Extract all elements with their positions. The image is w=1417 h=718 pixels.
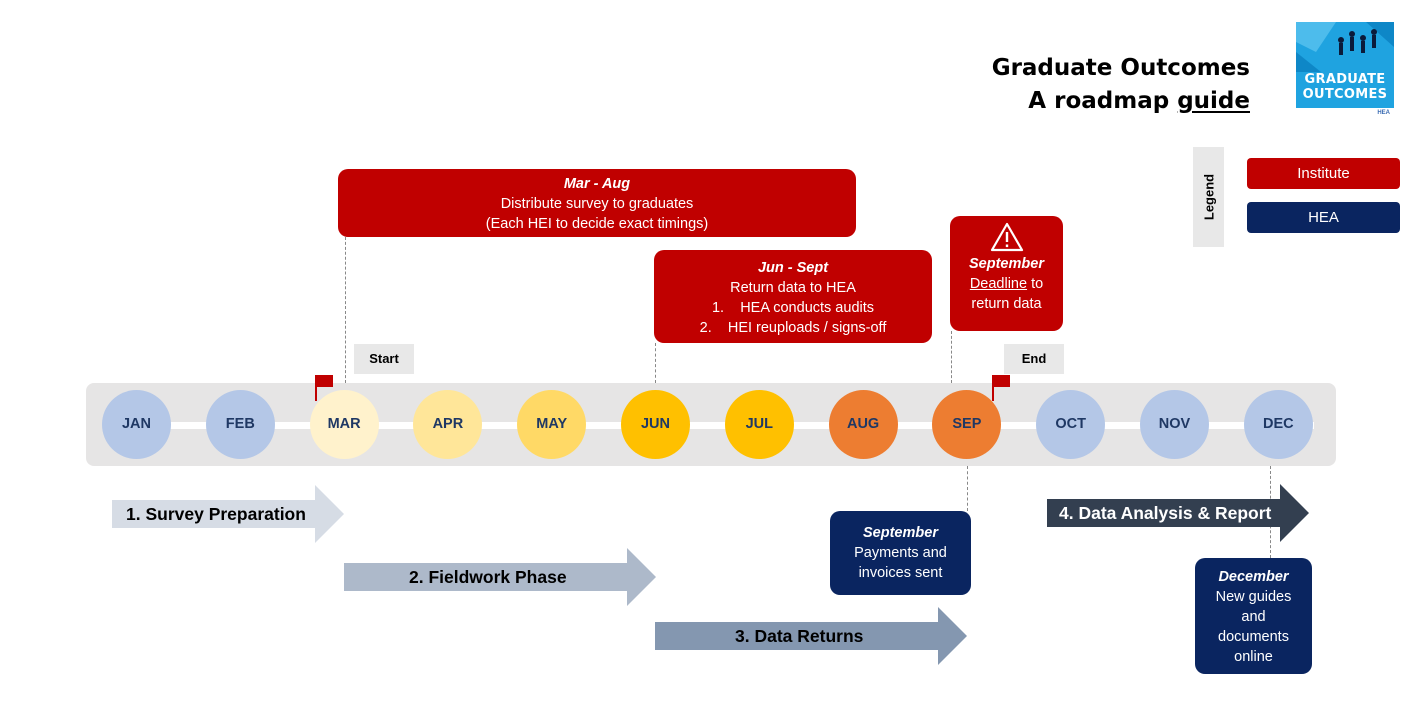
graduate-outcomes-logo: GRADUATE OUTCOMES HEA — [1296, 22, 1394, 120]
month-circle: AUG — [828, 390, 898, 459]
callout-text: to — [1027, 276, 1044, 292]
month-circle: APR — [413, 390, 483, 459]
phase-label: 3. Data Returns — [735, 625, 864, 646]
callout-line: Distribute survey to graduates — [500, 196, 694, 212]
title-underlined-word: guide — [1177, 88, 1250, 114]
deadline-word: Deadline — [969, 276, 1028, 292]
callout-line: Deadline to — [950, 274, 1063, 294]
arrow-shape — [112, 485, 344, 543]
legend-label: Legend — [1201, 173, 1216, 221]
callout-line: invoices sent — [858, 565, 943, 581]
connector-deadline — [951, 331, 952, 383]
arrow-shape — [344, 548, 656, 606]
month-circle: JUL — [724, 390, 794, 459]
month-circle: NOV — [1140, 390, 1209, 459]
title-line-2-prefix: A roadmap — [1028, 88, 1178, 114]
callout-line: documents — [1218, 629, 1289, 645]
connector-payments — [967, 466, 968, 511]
callout-period: September — [969, 256, 1044, 272]
callout-deadline: September Deadline to return data — [950, 216, 1063, 331]
phase-arrow-data-analysis: 4. Data Analysis & Report — [1047, 484, 1309, 542]
callout-december: December New guides and documents online — [1195, 558, 1312, 674]
start-label: Start — [354, 344, 414, 374]
callout-line: Return data to HEA — [730, 280, 856, 296]
list-number: 1. — [711, 300, 725, 316]
arrow-shape — [1047, 484, 1309, 542]
callout-period: Jun - Sept — [757, 260, 829, 276]
logo-small-text: HEA — [1377, 110, 1390, 116]
logo-text: GRADUATE OUTCOMES — [1296, 72, 1394, 102]
month-circle: OCT — [1036, 390, 1106, 459]
graduates-silhouette-icon — [1296, 22, 1394, 72]
callout-line: and — [1241, 609, 1266, 625]
phase-arrow-fieldwork: 2. Fieldwork Phase — [344, 548, 656, 606]
callout-period: September — [863, 525, 938, 541]
timeline-line — [104, 422, 1314, 429]
warning-icon — [990, 222, 1023, 252]
callout-payments: September Payments and invoices sent — [830, 511, 971, 595]
arrow-shape — [655, 607, 967, 665]
list-text: HEA conducts audits — [740, 300, 875, 316]
callout-return-data: Jun - Sept Return data to HEA 1. HEA con… — [654, 250, 932, 343]
callout-line: New guides — [1215, 589, 1292, 605]
legend-tab: Legend — [1193, 147, 1224, 247]
connector-return — [655, 343, 656, 383]
callout-line: return data — [971, 296, 1042, 312]
list-text: HEI reuploads / signs-off — [727, 320, 887, 336]
title-line-2: A roadmap guide — [940, 85, 1250, 118]
month-circle: SEP — [932, 390, 1002, 459]
logo-strip: HEA — [1296, 108, 1394, 120]
callout-list-item: 1. HEA conducts audits — [654, 298, 932, 318]
month-circle: MAR — [309, 390, 379, 459]
month-circle: JUN — [621, 390, 690, 459]
callout-line: Payments and — [854, 545, 947, 561]
callout-line: online — [1234, 649, 1273, 665]
callout-list-item: 2. HEI reuploads / signs-off — [654, 318, 932, 338]
phase-label: 1. Survey Preparation — [126, 503, 306, 524]
list-number: 2. — [699, 320, 712, 336]
phase-arrow-data-returns: 3. Data Returns — [655, 607, 967, 665]
end-label: End — [1004, 344, 1064, 374]
title-line-1: Graduate Outcomes — [991, 55, 1250, 81]
month-circle: FEB — [205, 390, 275, 459]
start-flag-icon — [315, 375, 333, 401]
connector-distribute — [345, 237, 346, 383]
month-circle: DEC — [1243, 390, 1313, 459]
callout-period: Mar - Aug — [563, 176, 631, 192]
logo-line-1: GRADUATE — [1304, 72, 1386, 87]
end-flag-icon — [992, 375, 1010, 401]
legend-institute: Institute — [1247, 158, 1400, 189]
month-circle: JAN — [102, 390, 171, 459]
phase-arrow-survey-preparation: 1. Survey Preparation — [112, 485, 344, 543]
legend-hea: HEA — [1247, 202, 1400, 233]
callout-distribute-survey: Mar - Aug Distribute survey to graduates… — [338, 169, 856, 237]
month-circle: MAY — [517, 390, 587, 459]
page-title: Graduate Outcomes A roadmap guide — [940, 52, 1250, 118]
phase-label: 2. Fieldwork Phase — [409, 566, 567, 587]
phase-label: 4. Data Analysis & Report — [1059, 502, 1272, 523]
logo-line-2: OUTCOMES — [1302, 87, 1388, 102]
callout-period: December — [1218, 569, 1289, 585]
callout-line: (Each HEI to decide exact timings) — [485, 216, 709, 232]
